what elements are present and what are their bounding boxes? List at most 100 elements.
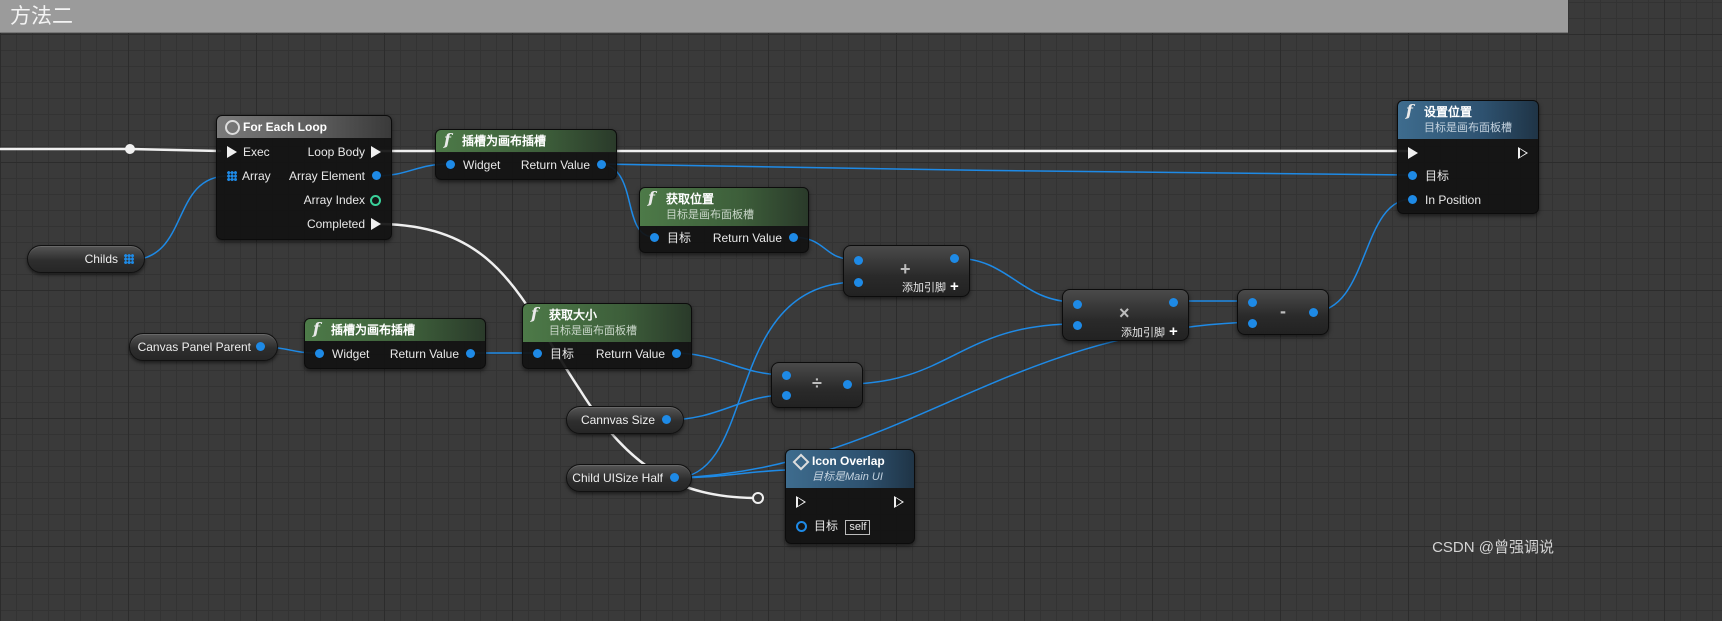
data-pin-icon[interactable] [256, 342, 265, 351]
slot-as-canvas-slot-node-1[interactable]: f 插槽为画布插槽 Widget Return Value [435, 129, 617, 180]
exec-in-pin[interactable]: Exec [227, 144, 270, 160]
self-value-box[interactable]: self [845, 520, 871, 535]
add-input-b-pin[interactable] [854, 278, 863, 287]
data-pin-icon[interactable] [315, 349, 324, 358]
array-grid-icon[interactable] [227, 171, 237, 181]
slot-as-canvas-slot-node-2[interactable]: f 插槽为画布插槽 Widget Return Value [304, 318, 486, 369]
exec-out-pin[interactable] [892, 494, 904, 510]
comment-title[interactable]: 方法二 [0, 0, 1568, 33]
wire-layer [0, 144, 1413, 504]
data-pin-icon[interactable] [1408, 195, 1417, 204]
return-value-pin[interactable]: Return Value [596, 346, 681, 362]
get-position-header[interactable]: f 获取位置 目标是画布面板槽 [640, 188, 808, 226]
divide-input-b-pin[interactable] [782, 391, 791, 400]
plus-icon: + [950, 278, 959, 295]
int-pin-icon[interactable] [370, 195, 381, 206]
loop-body-pin[interactable]: Loop Body [308, 144, 381, 160]
target-pin[interactable]: 目标 [533, 346, 574, 362]
array-element-pin[interactable]: Array Element [289, 168, 381, 184]
wire-half-sub [673, 321, 1253, 479]
divide-input-a-pin[interactable] [782, 371, 791, 380]
child-uisize-half-variable[interactable]: Child UISize Half [566, 464, 692, 492]
exec-wire-input [0, 147, 222, 153]
for-each-loop-title: For Each Loop [243, 120, 327, 134]
array-index-pin[interactable]: Array Index [304, 192, 381, 208]
subtract-node[interactable]: - [1237, 289, 1329, 335]
canvas-panel-parent-variable[interactable]: Canvas Panel Parent [129, 333, 278, 361]
exec-arrow-icon[interactable] [894, 496, 904, 508]
target-pin[interactable]: 目标 [1408, 168, 1449, 184]
watermark: CSDN @曾强调说 [1432, 539, 1554, 556]
target-pin[interactable]: 目标 [650, 230, 691, 246]
target-pin[interactable]: 目标 self [796, 518, 871, 535]
wire-cannvas-div [665, 394, 787, 421]
subtract-operator: - [1280, 301, 1286, 321]
completed-pin[interactable]: Completed [307, 216, 381, 232]
slot-as-canvas-slot-header[interactable]: f 插槽为画布插槽 [436, 130, 616, 152]
add-node[interactable]: + 添加引脚+ [843, 245, 970, 297]
function-icon: f [531, 304, 538, 323]
get-position-node[interactable]: f 获取位置 目标是画布面板槽 目标 Return Value [639, 187, 809, 253]
data-pin-icon[interactable] [372, 171, 381, 180]
multiply-output-pin[interactable] [1169, 298, 1178, 307]
in-position-pin[interactable]: In Position [1408, 192, 1481, 208]
subtract-input-b-pin[interactable] [1248, 319, 1257, 328]
exec-arrow-icon[interactable] [227, 146, 237, 158]
add-output-pin[interactable] [950, 254, 959, 263]
get-size-node[interactable]: f 获取大小 目标是画布面板槽 目标 Return Value [522, 303, 692, 369]
exec-arrow-icon[interactable] [1408, 147, 1418, 159]
exec-arrow-icon[interactable] [796, 496, 806, 508]
childs-variable[interactable]: Childs [27, 245, 145, 273]
exec-arrow-icon[interactable] [1518, 147, 1528, 159]
wire-childs-array [129, 175, 229, 261]
add-input-a-pin[interactable] [854, 256, 863, 265]
data-pin-icon[interactable] [597, 160, 606, 169]
wire-slot-target-setpos [597, 163, 1413, 176]
exec-reroute-node [125, 144, 135, 154]
data-pin-icon[interactable] [672, 349, 681, 358]
loop-icon [225, 120, 240, 135]
data-pin-icon[interactable] [533, 349, 542, 358]
subtract-input-a-pin[interactable] [1248, 298, 1257, 307]
data-pin-icon[interactable] [446, 160, 455, 169]
data-pin-icon[interactable] [662, 415, 671, 424]
for-each-loop-node[interactable]: For Each Loop Exec Array Loop Body Array… [216, 115, 392, 240]
data-pin-icon[interactable] [466, 349, 475, 358]
function-icon: f [444, 130, 451, 149]
function-icon: f [648, 188, 655, 207]
divide-operator: ÷ [812, 373, 822, 393]
widget-pin[interactable]: Widget [446, 157, 500, 173]
set-position-node[interactable]: f 设置位置 目标是画布面板槽 目标 In Position [1397, 100, 1539, 214]
exec-arrow-icon[interactable] [371, 146, 381, 158]
array-grid-icon[interactable] [124, 254, 134, 264]
plus-icon: + [1169, 323, 1178, 340]
return-value-pin[interactable]: Return Value [521, 157, 606, 173]
data-pin-icon[interactable] [1408, 171, 1417, 180]
subtract-output-pin[interactable] [1309, 308, 1318, 317]
set-position-header[interactable]: f 设置位置 目标是画布面板槽 [1398, 101, 1538, 139]
multiply-input-a-pin[interactable] [1073, 300, 1082, 309]
data-pin-icon[interactable] [670, 473, 679, 482]
icon-overlap-node[interactable]: Icon Overlap 目标是Main UI 目标 self [785, 449, 915, 544]
add-pin-button[interactable]: 添加引脚+ [1121, 323, 1178, 340]
return-value-pin[interactable]: Return Value [713, 230, 798, 246]
cannvas-size-variable[interactable]: Cannvas Size [566, 406, 684, 434]
array-pin[interactable]: Array [227, 168, 271, 184]
divide-output-pin[interactable] [843, 380, 852, 389]
data-pin-icon[interactable] [789, 233, 798, 242]
data-pin-icon[interactable] [650, 233, 659, 242]
divide-node[interactable]: ÷ [771, 362, 863, 408]
get-size-header[interactable]: f 获取大小 目标是画布面板槽 [523, 304, 691, 342]
add-pin-button[interactable]: 添加引脚+ [902, 278, 959, 295]
multiply-input-b-pin[interactable] [1073, 321, 1082, 330]
exec-out-pin[interactable] [1516, 145, 1528, 161]
object-pin-icon[interactable] [796, 521, 807, 532]
widget-pin[interactable]: Widget [315, 346, 369, 362]
slot-as-canvas-slot-header[interactable]: f 插槽为画布插槽 [305, 319, 485, 341]
exec-arrow-icon[interactable] [371, 218, 381, 230]
icon-overlap-header[interactable]: Icon Overlap 目标是Main UI [786, 450, 914, 488]
multiply-node[interactable]: × 添加引脚+ [1062, 289, 1189, 341]
return-value-pin[interactable]: Return Value [390, 346, 475, 362]
event-diamond-icon [792, 453, 810, 471]
for-each-loop-header[interactable]: For Each Loop [217, 116, 391, 138]
